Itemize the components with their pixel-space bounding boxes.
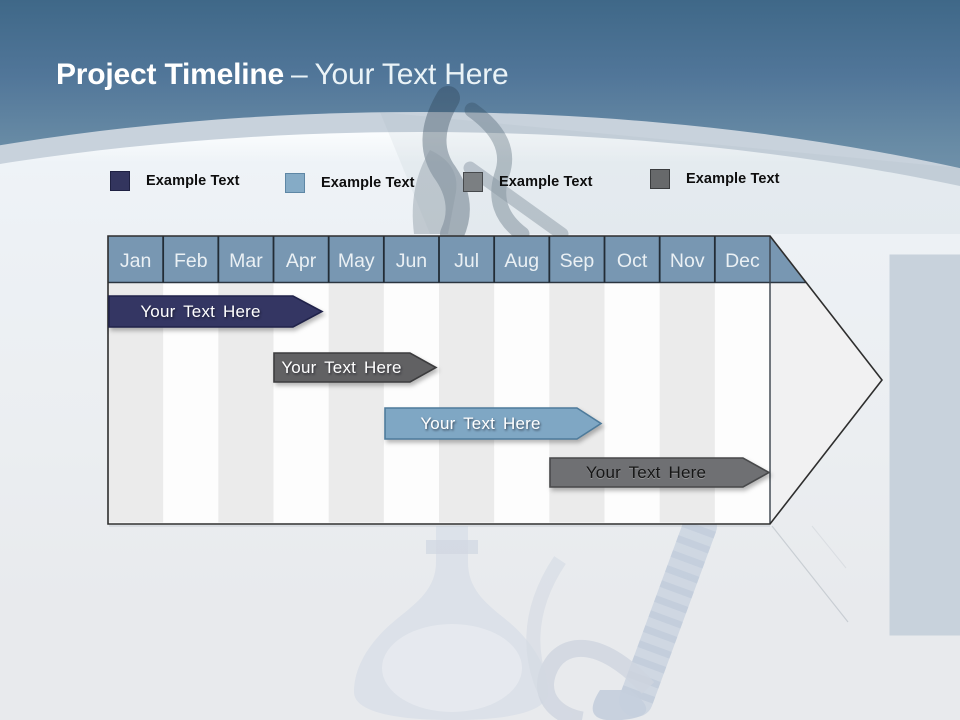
month-label-jul: Jul [454,250,479,272]
legend-item-3: Example Text [463,172,593,193]
legend-item-4: Example Text [650,169,780,190]
legend-label: Example Text [686,171,780,187]
bar-label: Your Text Here [420,413,541,433]
month-label-jun: Jun [396,250,427,272]
timeline-bar-2: Your Text Here [273,352,438,383]
legend-item-1: Example Text [110,171,240,192]
month-label-apr: Apr [286,250,317,272]
bar-3-shape [384,407,603,440]
month-label-jan: Jan [120,250,151,272]
month-label-feb: Feb [174,250,208,272]
bar-label: Your Text Here [140,301,261,321]
legend-swatch-darkgray [650,169,670,189]
page-title-separator: – [291,58,308,91]
legend-swatch-lightblue [285,173,305,193]
page-title: Project Timeline–Your Text Here [56,58,509,93]
legend-label: Example Text [146,173,240,189]
page-title-secondary: Your Text Here [314,58,509,91]
legend-item-2: Example Text [285,173,415,194]
timeline-header: Jan Feb Mar Apr May Jun Jul Aug Sep Oct … [108,236,882,284]
watermark-faint-swath [380,112,960,234]
timeline-bar-3: Your Text Here [384,407,603,440]
bar-label: Your Text Here [585,462,707,482]
page-title-primary: Project Timeline [56,58,284,91]
month-label-sep: Sep [560,250,595,272]
legend-swatch-navy [110,171,130,191]
month-label-dec: Dec [725,250,760,272]
bar-label: Your Text Here [281,357,402,377]
legend-swatch-gray [463,172,483,192]
month-label-oct: Oct [617,250,648,272]
timeline-bar-1: Your Text Here [108,295,324,328]
timeline-outline [107,235,883,525]
month-labels: Jan Feb Mar Apr May Jun Jul Aug Sep Oct … [120,250,760,272]
bar-2-shape [273,352,438,383]
timeline-bar-4: Your Text Here [549,457,771,488]
legend-label: Example Text [321,175,415,191]
month-label-mar: Mar [229,250,263,272]
header-cell-separators [162,236,716,283]
watermark-lower-flask [354,509,717,720]
timeline-reflection [109,525,849,623]
month-label-nov: Nov [670,250,705,272]
watermark-upper-hoses [412,86,569,246]
bar-4-shape [549,457,771,488]
month-label-aug: Aug [504,250,539,272]
bar-1-shape [108,295,324,328]
month-label-may: May [338,250,375,272]
legend-label: Example Text [499,174,593,190]
